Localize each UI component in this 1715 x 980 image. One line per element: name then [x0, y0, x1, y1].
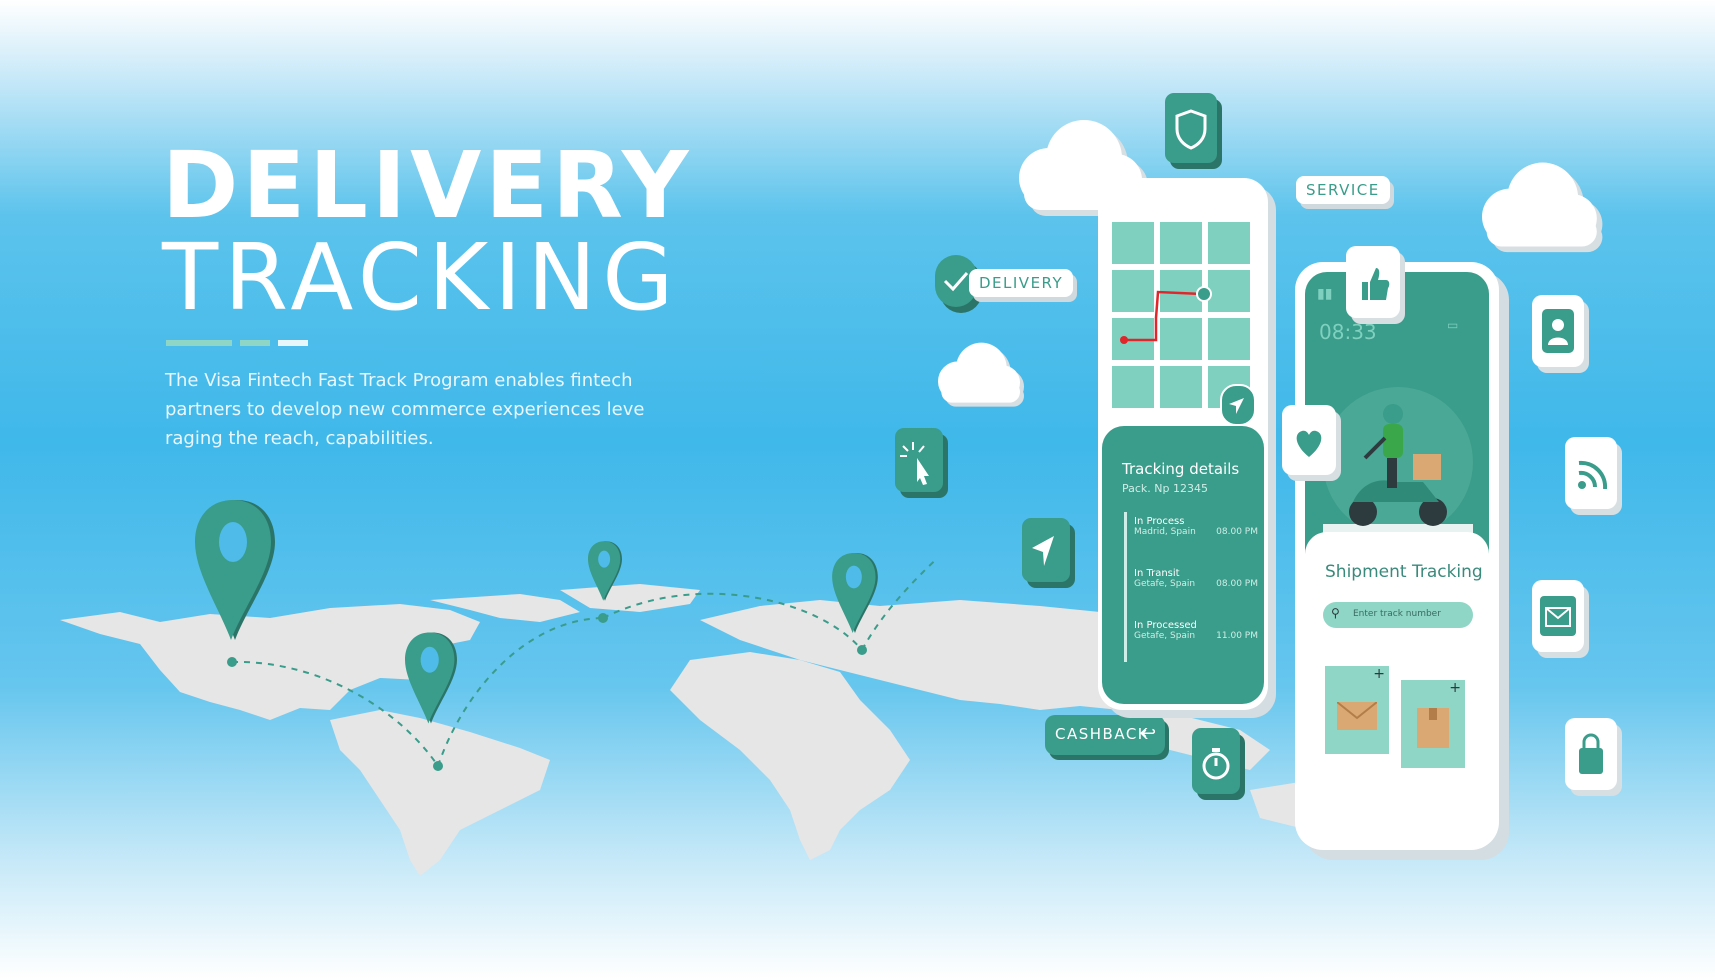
user-card	[1532, 295, 1584, 367]
user-icon	[1542, 309, 1574, 353]
continent-eurasia	[700, 600, 1220, 710]
underline-dash-3	[278, 340, 308, 346]
mail-card	[1532, 580, 1584, 652]
headline-line2: TRACKING	[162, 224, 680, 331]
navigation-arrow-icon	[1032, 536, 1054, 566]
bag-icon	[1579, 733, 1603, 774]
search-icon: ⚲	[1331, 606, 1340, 620]
navigate-button[interactable]	[1220, 384, 1256, 426]
thumbs-up-icon	[1362, 268, 1390, 300]
step-status: In Processed	[1134, 620, 1197, 631]
headline-line1: DELIVERY	[162, 132, 693, 239]
box-icon	[1417, 708, 1449, 748]
map-pin-icon	[405, 632, 457, 724]
continent-africa	[670, 652, 910, 860]
envelope-icon	[1337, 702, 1377, 730]
shield-icon	[1175, 109, 1207, 150]
status-signal-icon: ▮▮	[1317, 286, 1333, 302]
shield-tile	[1165, 93, 1217, 163]
route-sa-atlantic	[437, 617, 604, 767]
step-location: Getafe, Spain	[1134, 579, 1196, 589]
cashback-label: CASHBACK	[1055, 725, 1150, 743]
cashback-arrow-icon: ↩	[1141, 723, 1157, 744]
tracking-details-panel: Tracking details Pack. Np 12345 In Proce…	[1102, 426, 1264, 704]
underline-dash-1	[166, 340, 232, 346]
headline-description: The Visa Fintech Fast Track Program enab…	[165, 370, 645, 449]
step-location: Getafe, Spain	[1134, 631, 1196, 641]
track-search-placeholder: Enter track number	[1353, 609, 1441, 619]
envelope-tile[interactable]: +	[1325, 666, 1389, 754]
step-location: Madrid, Spain	[1134, 527, 1196, 537]
rss-card	[1565, 437, 1617, 509]
box-tile[interactable]: +	[1401, 680, 1465, 768]
route-dot-3	[598, 613, 608, 623]
stopwatch-icon	[1202, 748, 1230, 780]
heart-icon	[1296, 430, 1322, 457]
heart-card	[1282, 405, 1336, 475]
map-pin-icon	[195, 500, 275, 640]
check-icon	[943, 272, 969, 292]
step-time: 08.00 PM	[1216, 579, 1258, 589]
delivery-tag-group: DELIVERY	[935, 255, 1074, 313]
tracking-step: In Processed Getafe, Spain 11.00 PM	[1134, 620, 1258, 641]
stopwatch-tile	[1192, 728, 1240, 794]
add-icon: +	[1373, 666, 1385, 682]
bag-card	[1565, 718, 1617, 790]
route-atlantic-europe	[602, 592, 863, 651]
route-dot-1	[227, 657, 237, 667]
tracking-step: In Transit Getafe, Spain 08.00 PM	[1134, 568, 1258, 589]
step-status: In Transit	[1134, 568, 1180, 579]
navigation-tile	[1022, 518, 1070, 582]
map-pin-icon	[832, 553, 878, 633]
cashback-tag: CASHBACK ↩	[1045, 715, 1165, 755]
map-grid	[1112, 222, 1256, 410]
phone-clock: 08:33	[1319, 320, 1377, 344]
battery-icon: ▭	[1447, 318, 1459, 332]
cloud-icon	[938, 342, 1024, 407]
cloud-icon	[1482, 162, 1603, 253]
mail-icon	[1540, 596, 1576, 636]
continent-south-america	[330, 710, 550, 876]
continent-north-america	[60, 604, 480, 720]
route-dot-2	[433, 761, 443, 771]
cursor-tile	[895, 428, 943, 492]
add-icon: +	[1449, 680, 1461, 696]
route-dot-4	[857, 645, 867, 655]
timeline-line	[1124, 512, 1127, 662]
tracking-package: Pack. Np 12345	[1122, 482, 1208, 495]
rss-icon	[1578, 460, 1608, 490]
track-search[interactable]: ⚲ Enter track number	[1323, 602, 1473, 628]
step-status: In Process	[1134, 516, 1185, 527]
tracking-title: Tracking details	[1122, 460, 1240, 478]
service-tag: SERVICE	[1296, 176, 1390, 204]
shipment-title: Shipment Tracking	[1325, 562, 1483, 582]
step-time: 08.00 PM	[1216, 527, 1258, 537]
tracking-phone: Tracking details Pack. Np 12345 In Proce…	[1098, 178, 1276, 718]
underline-dash-2	[240, 340, 270, 346]
delivery-tag: DELIVERY	[969, 269, 1074, 297]
route-line	[1120, 286, 1212, 344]
navigation-arrow-icon	[1229, 398, 1244, 414]
step-time: 11.00 PM	[1216, 631, 1258, 641]
thumbs-up-card	[1346, 246, 1400, 318]
cursor-click-icon	[900, 442, 929, 485]
map-pin-icon	[588, 541, 622, 601]
scooter-rider-illustration	[1323, 387, 1473, 537]
shipment-phone: ▮▮ 08:33 ▭ Shipment Tracking ⚲ Enter tra…	[1295, 262, 1510, 862]
tracking-step: In Process Madrid, Spain 08.00 PM	[1134, 516, 1258, 537]
